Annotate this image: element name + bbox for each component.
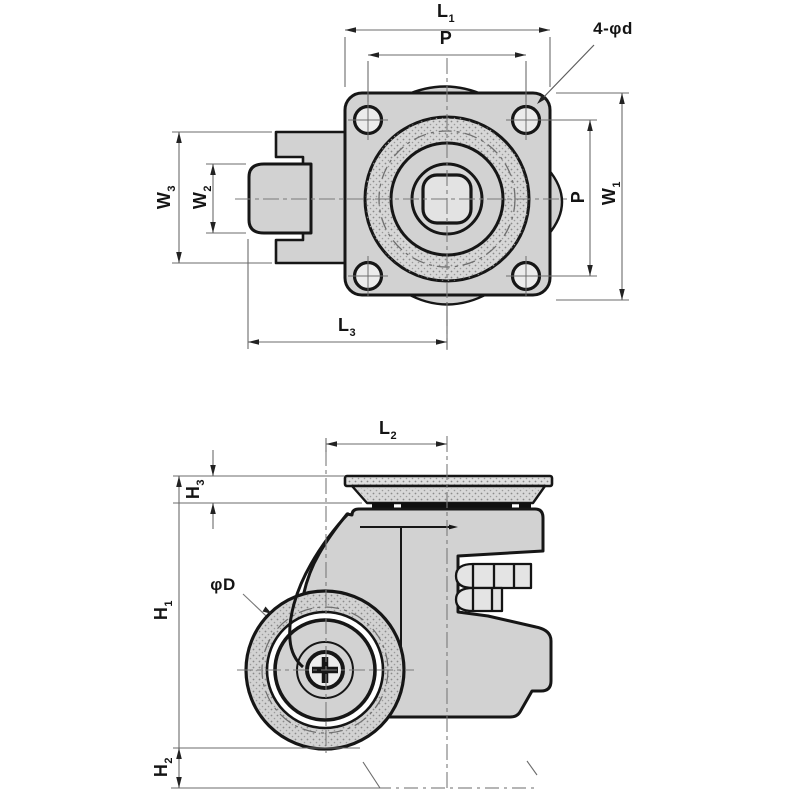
dim-label-d-callout: φD: [210, 574, 236, 594]
projection-tick: [526, 760, 538, 776]
bolt-hole: [348, 256, 388, 296]
bolt-callout-leader: [537, 44, 595, 104]
knurled-adjuster: [454, 562, 533, 613]
dimension-l2: [325, 438, 447, 452]
dim-label-l3: L3: [337, 315, 357, 339]
bolt-hole: [506, 256, 546, 296]
dimension-w1: [556, 92, 629, 301]
dimension-l3: [247, 239, 448, 349]
dimension-w3: [172, 131, 272, 264]
side-view: [171, 436, 554, 792]
swivel-race: [372, 503, 531, 508]
dim-label-l2: L2: [378, 418, 398, 442]
dim-label-w2: W2: [190, 184, 214, 210]
projection-tick: [362, 761, 381, 789]
top-view: [172, 27, 629, 350]
bolt-hole: [506, 100, 546, 140]
internal-edge-arrow: [449, 524, 458, 530]
wheel-diameter-arrow: [262, 606, 272, 614]
dim-label-w3: W3: [154, 184, 178, 210]
dim-label-bolt-callout: 4-φd: [593, 18, 633, 38]
dim-label-l1: L1: [436, 1, 456, 25]
dim-label-h2: H2: [151, 756, 175, 778]
top-view-centerlines: [235, 58, 572, 350]
dim-label-h1: H1: [151, 599, 175, 621]
dimension-p-top: [367, 52, 527, 102]
dimension-p-right: [543, 119, 597, 277]
dimension-l1: [344, 27, 551, 87]
dimension-h3: [173, 450, 362, 529]
adjustment-boss: [247, 162, 313, 235]
side-view-centerlines: [237, 436, 448, 792]
bolt-hole: [348, 100, 388, 140]
dim-label-h3: H3: [183, 478, 207, 500]
dim-label-w1: W1: [599, 180, 623, 206]
dimension-w2: [206, 163, 246, 234]
dim-label-p-top: P: [439, 28, 453, 49]
bolt-holes: [348, 100, 546, 296]
dim-label-p-right: P: [568, 190, 589, 204]
dimension-h1-h2: [171, 476, 538, 789]
